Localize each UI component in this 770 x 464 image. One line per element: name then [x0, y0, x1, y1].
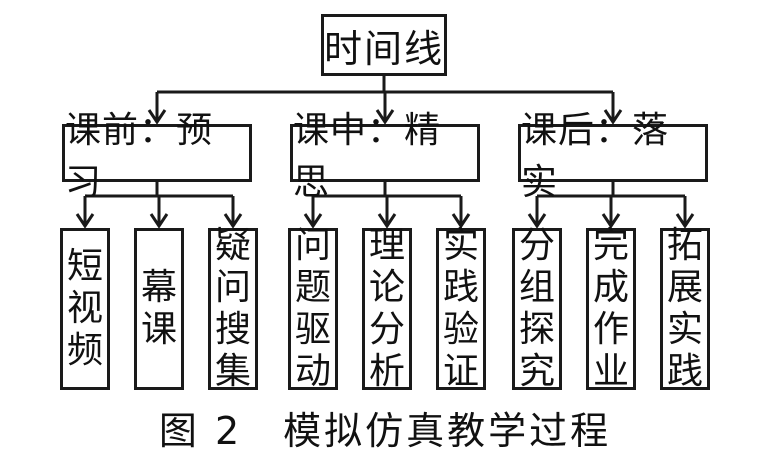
leaf-label: 问题驱动	[294, 225, 331, 392]
leaf-label: 实践验证	[442, 225, 479, 392]
group-label-in: 课中：精思	[293, 110, 442, 203]
leaf-label: 幕课	[140, 267, 177, 350]
leaf-node: 疑问搜集	[208, 225, 258, 392]
group-node-post: 课后：落实	[518, 110, 708, 203]
leaf-label: 完成作业	[592, 225, 629, 392]
leaf-node: 幕课	[134, 228, 184, 390]
arrow-head	[451, 213, 471, 229]
leaf-label: 拓展实践	[666, 225, 703, 392]
group-label-post: 课后：落实	[521, 110, 670, 203]
group-node-pre: 课前：预习	[62, 110, 252, 203]
leaf-node: 问题驱动	[288, 225, 338, 392]
leaf-label: 分组探究	[518, 225, 555, 392]
arrow-head	[527, 213, 547, 229]
leaf-node: 分组探究	[512, 225, 562, 392]
leaf-node: 理论分析	[362, 225, 412, 392]
root-label: 时间线	[324, 26, 445, 71]
figure-caption: 图 2 模拟仿真教学过程	[158, 409, 612, 453]
leaf-node: 实践验证	[436, 225, 486, 392]
leaf-label: 理论分析	[368, 225, 405, 392]
arrow-head	[149, 213, 169, 229]
group-label-pre: 课前：预习	[65, 110, 214, 203]
arrow-head	[375, 109, 395, 125]
arrow-head	[601, 213, 621, 229]
arrow-head	[303, 213, 323, 229]
leaf-label: 短视频	[66, 246, 103, 371]
leaf-node: 短视频	[60, 228, 110, 390]
arrow-head	[603, 109, 623, 125]
arrow-head	[147, 109, 167, 125]
leaf-node: 完成作业	[586, 225, 636, 392]
arrow-head	[675, 213, 695, 229]
arrow-head	[223, 213, 243, 229]
leaf-node: 拓展实践	[660, 225, 710, 392]
arrow-head	[75, 213, 95, 229]
root-node: 时间线	[321, 14, 447, 76]
group-node-in: 课中：精思	[290, 110, 480, 203]
arrow-head	[377, 213, 397, 229]
leaf-label: 疑问搜集	[214, 225, 251, 392]
